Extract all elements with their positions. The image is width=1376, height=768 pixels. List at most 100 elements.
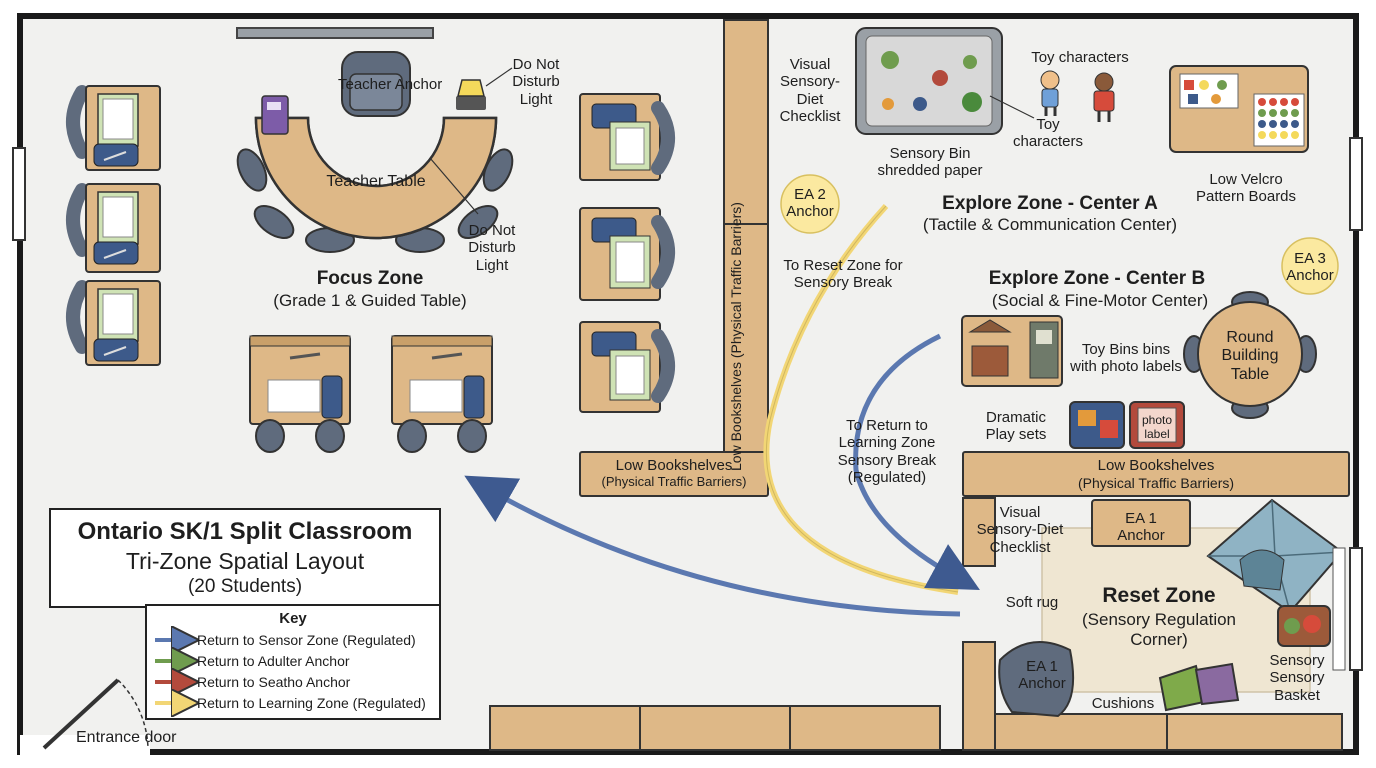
title-line1: Ontario SK/1 Split Classroom <box>77 518 413 545</box>
key-item-1: Return to Adulter Anchor <box>197 653 350 669</box>
teacher-table <box>236 51 514 253</box>
tent <box>1206 498 1344 614</box>
reset-bottom-shelf-1 <box>994 713 1168 751</box>
ea3-anchor-label: EA 3 Anchor <box>1286 250 1334 285</box>
velcro-dot <box>1291 98 1299 106</box>
velcro-dot <box>1258 98 1266 106</box>
to-reset-break-path <box>763 203 959 595</box>
reset-visual-checklist-label: Visual Sensory-Diet Checklist <box>976 504 1064 556</box>
sensory-basket-label: Sensory Sensory Basket <box>1269 652 1325 704</box>
bookshelves <box>489 19 1350 751</box>
return-to-learning-arrow <box>464 475 961 617</box>
right-shelf-subtitle: (Physical Traffic Barriers) <box>1077 475 1235 491</box>
ea1-anchor-top-box <box>1091 499 1191 547</box>
velcro-boards-label: Low Velcro Pattern Boards <box>1195 171 1297 206</box>
velcro-dot <box>1291 131 1299 139</box>
focus-zone-title: Focus Zone <box>316 268 424 289</box>
photo-label-tag: photo label <box>1141 413 1173 441</box>
sensory-bin-label: Sensory Bin shredded paper <box>877 145 983 180</box>
window-right-top <box>1349 137 1363 231</box>
explore-b-subtitle: (Social & Fine-Motor Center) <box>991 291 1209 310</box>
ea2-anchor-circle <box>780 174 840 234</box>
cushions-label: Cushions <box>1091 695 1155 712</box>
visual-checklist-a-label: Visual Sensory-Diet Checklist <box>779 56 841 125</box>
toy-bins <box>1069 401 1185 449</box>
toy-characters-icon <box>1040 70 1115 122</box>
round-table-label: Round Building Table <box>1221 329 1279 383</box>
ea1-anchor-bottom-label: EA 1 Anchor <box>1018 658 1066 693</box>
left-desks <box>66 85 161 366</box>
velcro-dot <box>1291 120 1299 128</box>
sensory-bin <box>855 27 1003 135</box>
vertical-shelf-label: Low Bookshelves (Physical Traffic Barrie… <box>728 202 744 471</box>
whiteboard <box>236 27 434 39</box>
wall-chart-right <box>1332 547 1346 671</box>
focus-zone-subtitle: (Grade 1 & Guided Table) <box>273 291 467 310</box>
sensory-basket <box>1277 605 1331 647</box>
bottom-shelf-3 <box>789 705 941 751</box>
explore-b-title: Explore Zone - Center B <box>988 268 1206 289</box>
key-arrows <box>155 606 439 718</box>
reset-zone-title: Reset Zone <box>1102 584 1216 607</box>
round-building-table <box>1183 291 1317 419</box>
key-legend: Key Return to Sensor Zone (Regulated) Re… <box>145 604 441 720</box>
bottom-shelf-2 <box>639 705 791 751</box>
title-box: Ontario SK/1 Split Classroom Tri-Zone Sp… <box>49 508 441 608</box>
teacher-table-label: Teacher Table <box>326 173 426 190</box>
key-item-2: Return to Seatho Anchor <box>197 674 351 690</box>
explore-a-title: Explore Zone - Center A <box>942 193 1158 214</box>
velcro-dot <box>1269 120 1277 128</box>
reset-left-shelf <box>962 641 996 751</box>
toy-bins-label: Toy Bins bins with photo labels <box>1070 341 1182 376</box>
vertical-shelf-top <box>723 19 769 225</box>
title-line3: (20 Students) <box>187 576 303 597</box>
velcro-dot <box>1258 131 1266 139</box>
front-desks <box>249 335 493 453</box>
velcro-dot <box>1269 109 1277 117</box>
do-not-disturb-top-label: Do Not Disturb Light <box>512 56 560 108</box>
key-item-0: Return to Sensor Zone (Regulated) <box>197 632 416 648</box>
do-not-disturb-mid-label: Do Not Disturb Light <box>468 222 516 274</box>
soft-rug-label: Soft rug <box>1005 594 1059 611</box>
dramatic-play-label: Dramatic Play sets <box>985 409 1047 444</box>
velcro-pattern-boards <box>1169 65 1309 153</box>
toy-characters-top-label: Toy characters <box>1031 49 1129 66</box>
dramatic-play-sets <box>961 315 1063 387</box>
key-item-3: Return to Learning Zone (Regulated) <box>197 695 426 711</box>
return-to-sensor-arrow <box>853 333 980 590</box>
window-right-bottom <box>1349 547 1363 671</box>
ea1-bean-chair <box>998 641 1075 718</box>
window-left <box>12 147 26 241</box>
middle-desks <box>579 93 675 413</box>
velcro-dot <box>1280 131 1288 139</box>
reset-zone-subtitle: (Sensory Regulation Corner) <box>1081 610 1237 649</box>
velcro-dot <box>1258 109 1266 117</box>
to-reset-break-label: To Reset Zone for Sensory Break <box>783 257 903 292</box>
right-shelf-title: Low Bookshelves <box>1097 457 1215 474</box>
toy-characters-mid-label: Toy characters <box>1012 116 1084 151</box>
ea3-anchor-circle <box>1281 237 1339 295</box>
velcro-dot <box>1269 131 1277 139</box>
velcro-dot-grid <box>1258 98 1299 139</box>
velcro-dot <box>1280 98 1288 106</box>
cushions <box>1158 662 1240 712</box>
key-heading: Key <box>279 610 307 627</box>
reset-bottom-shelf-2 <box>1166 713 1343 751</box>
velcro-dot <box>1280 109 1288 117</box>
velcro-dot <box>1258 120 1266 128</box>
right-shelf <box>962 451 1350 497</box>
explore-a-subtitle: (Tactile & Communication Center) <box>922 215 1178 234</box>
ea2-anchor-label: EA 2 Anchor <box>786 186 834 221</box>
middle-shelf-title: Low Bookshelves <box>615 457 733 474</box>
bottom-shelf-1 <box>489 705 641 751</box>
velcro-dot <box>1291 109 1299 117</box>
entrance-door-label: Entrance door <box>76 729 177 746</box>
entrance-door-icon <box>20 678 150 755</box>
title-line2: Tri-Zone Spatial Layout <box>125 548 365 574</box>
velcro-dot <box>1269 98 1277 106</box>
ea1-anchor-top-label: EA 1 Anchor <box>1117 510 1165 545</box>
return-learning-label: To Return to Learning Zone Sensory Break… <box>837 417 937 486</box>
middle-shelf-subtitle: (Physical Traffic Barriers) <box>601 474 747 489</box>
velcro-dot <box>1280 120 1288 128</box>
